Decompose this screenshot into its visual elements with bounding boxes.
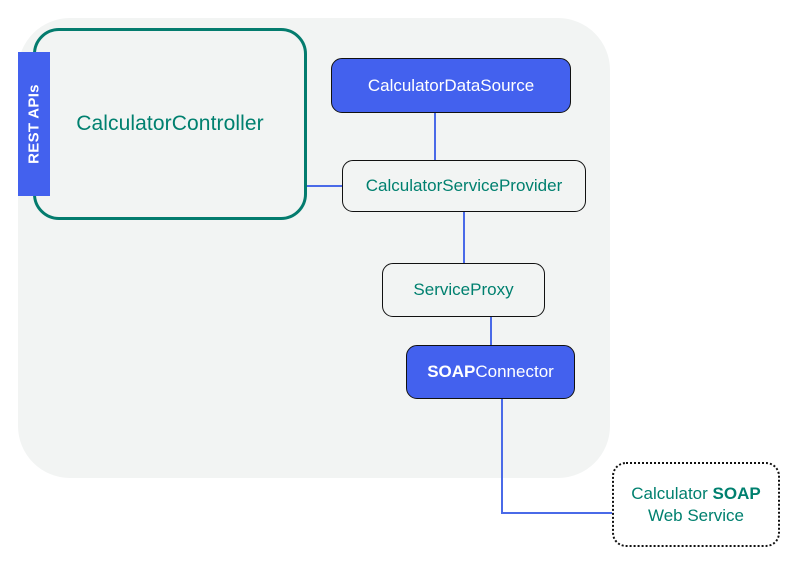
node-soap-connector-label-rest: Connector (475, 362, 554, 382)
node-soap-connector-label: SOAPConnector (427, 361, 554, 382)
node-service-proxy-label: ServiceProxy (413, 280, 514, 300)
rest-apis-label: REST APIs (25, 84, 43, 164)
calculator-controller-container[interactable]: CalculatorController (33, 28, 307, 220)
web-service-line2: Web Service (647, 505, 745, 525)
node-soap-connector-label-bold: SOAP (427, 362, 476, 382)
connector-datasource-to-serviceprovider (434, 113, 436, 161)
node-service-proxy[interactable]: ServiceProxy (382, 263, 545, 317)
node-calculator-data-source[interactable]: CalculatorDataSource (331, 58, 571, 113)
node-calculator-service-provider-label: CalculatorServiceProvider (365, 176, 563, 196)
connector-serviceproxy-to-soapconnector (490, 316, 492, 347)
connector-serviceprovider-to-serviceproxy (463, 211, 465, 264)
web-service-line1-prefix: Calculator (631, 484, 713, 504)
web-service-line1-bold: SOAP (712, 484, 761, 504)
connector-controller-to-serviceprovider (306, 185, 344, 187)
connector-soapconnector-down (501, 398, 503, 514)
calculator-controller-label: CalculatorController (76, 112, 264, 135)
node-calculator-data-source-label: CalculatorDataSource (367, 75, 535, 95)
node-calculator-service-provider[interactable]: CalculatorServiceProvider (342, 160, 586, 212)
rest-apis-tab[interactable]: REST APIs (18, 52, 50, 196)
connector-soapconnector-to-webservice (501, 512, 613, 514)
node-soap-connector[interactable]: SOAPConnector (406, 345, 575, 399)
